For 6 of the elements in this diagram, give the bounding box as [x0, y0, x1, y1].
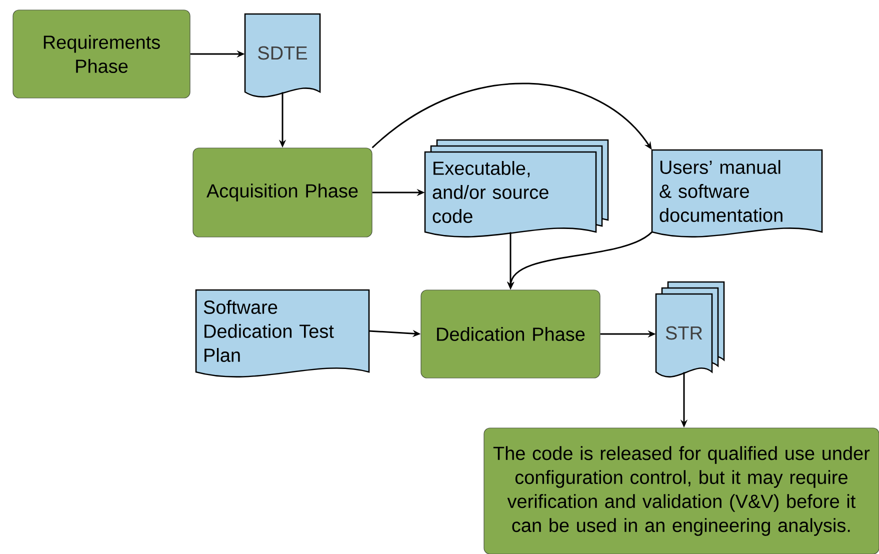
document-stack: Executable, and/or source code — [424, 139, 609, 238]
phase-box: Dedication Phase — [420, 290, 600, 378]
document-stack: STR — [655, 281, 725, 378]
phase-box: Requirements Phase — [12, 10, 190, 98]
phase-box: The code is released for qualified use under configuration control, but it may require verification and validation (V&V) before it can be used in an engineering analysis. — [484, 428, 879, 554]
phase-box: Acquisition Phase — [192, 148, 372, 238]
